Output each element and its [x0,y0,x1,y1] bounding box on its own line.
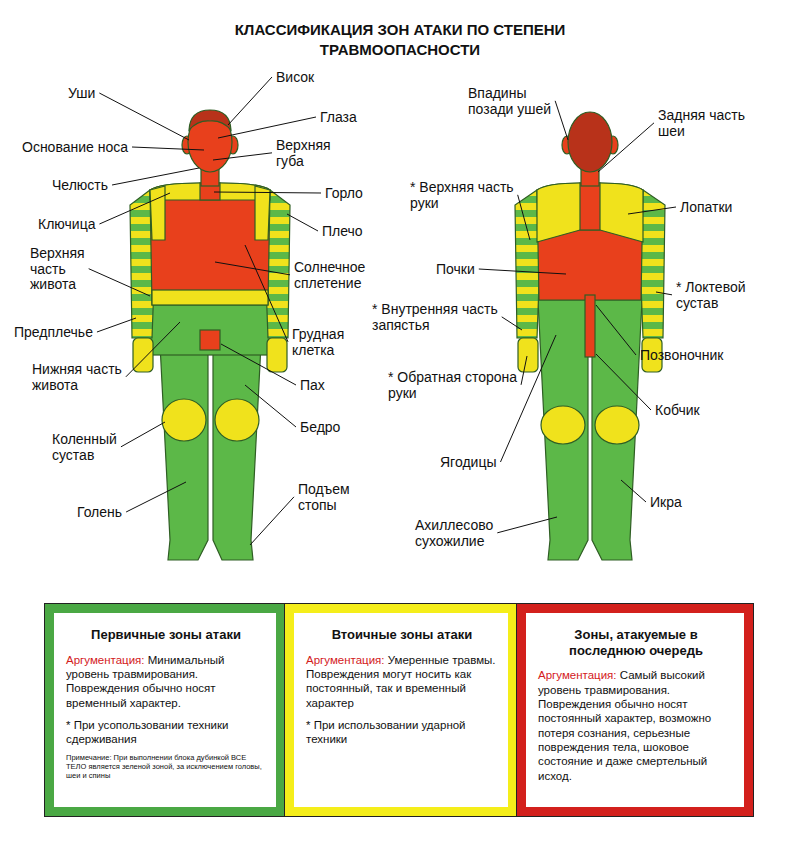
box-paragraph: Аргументация: Самый высокий уровень трав… [538,668,734,783]
leader-line [596,305,636,355]
zone-label: Глаза [320,110,380,126]
zone-label: Предплечье [14,325,124,341]
argument-tag: Аргументация: [538,669,617,681]
zone-label: Солнечное сплетение [294,260,404,291]
leader-line [97,318,136,332]
box-paragraph: Аргументация: Минимальный уровень травми… [66,653,266,711]
leader-line [228,77,272,125]
zone-class-box: Первичные зоны атакиАргументация: Минима… [45,604,285,816]
leader-line [628,207,676,214]
zone-label: Верхняя часть живота [30,246,110,293]
zone-label: Висок [276,70,336,86]
argument-tag: Аргументация: [66,654,145,666]
zone-label: Голень [77,505,147,521]
leader-line [112,168,199,185]
zone-label: Впадины позади ушей [468,86,553,117]
zone-label: Лопатки [680,200,750,216]
zone-label: Грудная клетка [292,327,382,358]
leader-line [656,292,672,295]
zone-label: Кобчик [655,403,725,419]
zone-label: Позвоночник [640,348,750,364]
zone-label: Горло [325,186,385,202]
zone-label: Коленный сустав [52,432,142,463]
leader-line [598,123,654,172]
zone-label: * Обратная сторона руки [388,370,518,401]
box-heading: Первичные зоны атаки [66,627,266,643]
leader-line [479,269,566,274]
zone-label: Основание носа [22,140,157,156]
zone-label: Нижняя часть живота [32,362,122,393]
leader-line [500,335,556,462]
zone-class-box: Втоичные зоны атакиАргументация: Умеренн… [285,604,517,816]
leader-line [250,497,294,545]
zone-label: Задняя часть шеи [658,108,748,139]
zone-label: Верхняя губа [276,138,356,169]
leader-line [502,317,522,330]
leader-line [245,385,296,427]
zone-class-box: Зоны, атакуемые в последнюю очередьАргум… [517,604,753,816]
zone-label: Почки [436,262,491,278]
leader-line [121,422,165,447]
leader-line [214,192,321,193]
leader-line [213,153,272,160]
leader-line [245,245,288,342]
argument-tag: Аргументация: [306,654,385,666]
zone-label: Икра [650,495,700,511]
leader-line [126,322,180,377]
box-paragraph: Аргументация: Умеренные травмы. Поврежде… [306,653,498,711]
zone-label: Ягодицы [440,455,520,471]
footnote: Примечание: При выполнении блока дубинко… [66,753,266,780]
zone-label: Плечо [322,224,382,240]
zone-label: Ключица [38,217,118,233]
box-heading: Втоичные зоны атаки [306,627,498,643]
zone-label: * Внутренняя часть запястья [372,302,512,333]
leader-line [555,101,568,140]
leader-line [132,147,204,150]
leader-line [621,480,646,502]
leader-line [99,93,189,140]
leader-line [221,344,296,385]
leader-line [218,117,316,138]
zone-label: Бедро [300,420,360,436]
argument-text: Самый высокий уровень травмирования. Пов… [538,669,711,782]
zone-label: * Верхняя часть руки [410,180,530,211]
leader-line [518,195,530,240]
leader-line [89,269,150,296]
usage-note: * При усопользовании техники сдерживания [66,718,266,747]
leader-line [215,262,290,275]
box-heading: Зоны, атакуемые в последнюю очередь [538,627,734,658]
zone-label: * Локтевой сустав [676,280,766,311]
usage-note: * При использовании ударной техники [306,718,498,747]
zone-label: Пах [300,378,340,394]
zone-label: Подъем стопы [298,482,378,513]
zone-label: Ахиллесово сухожилие [415,518,525,549]
leader-line [287,214,318,231]
leader-line [126,482,186,512]
leader-line [497,517,557,533]
zone-label: Челюсть [52,178,132,194]
leader-line [99,193,170,224]
leader-line [521,356,527,385]
zone-label: Уши [68,86,128,102]
diagram-title: КЛАССИФИКАЦИЯ ЗОН АТАКИ ПО СТЕПЕНИ ТРАВМ… [210,20,590,59]
